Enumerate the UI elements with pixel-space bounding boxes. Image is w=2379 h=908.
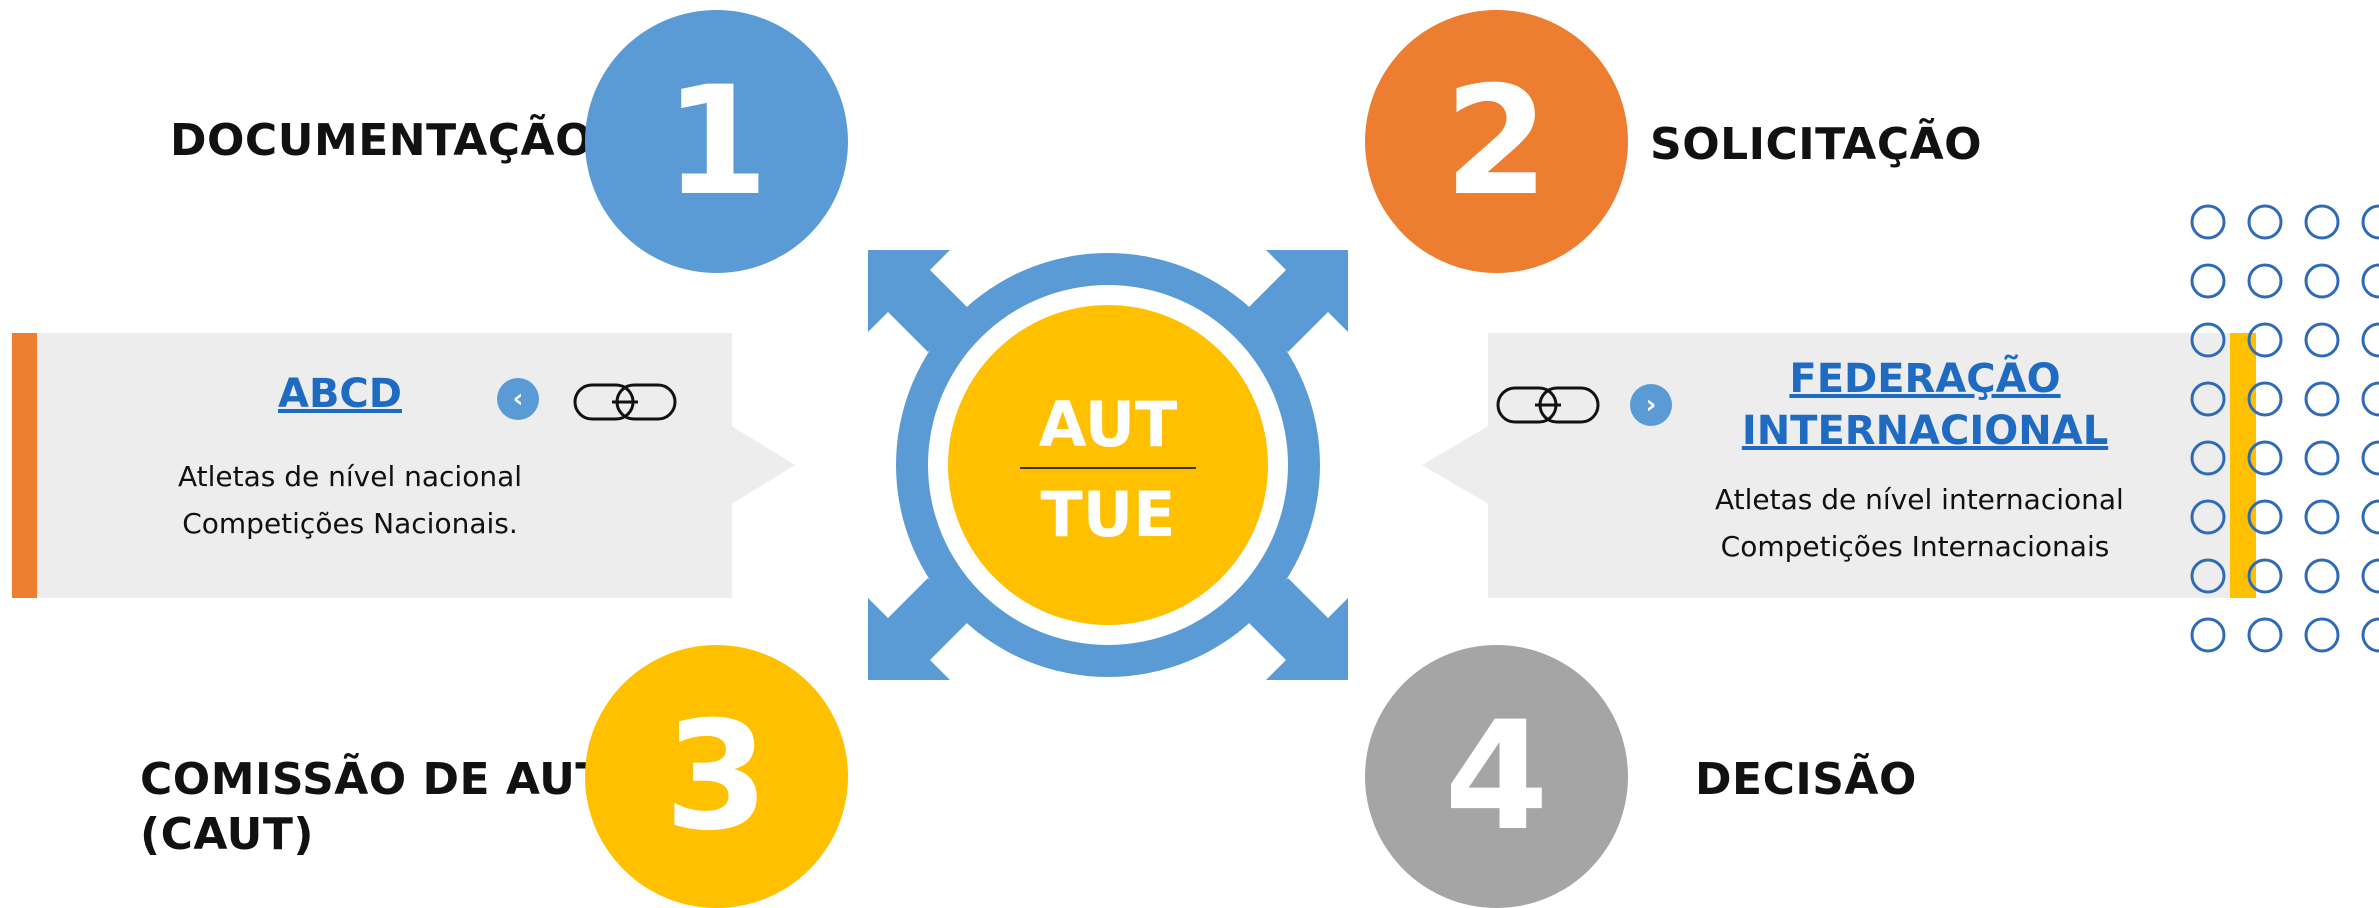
right-card-line1: Atletas de nível internacional (1715, 483, 2124, 516)
step-2-label: SOLICITAÇÃO (1650, 119, 1983, 170)
left-card-accent (12, 333, 37, 598)
abcd-link[interactable]: ABCD (277, 371, 402, 417)
federacao-link-line1[interactable]: FEDERAÇÃO (1789, 356, 2061, 402)
right-card-pointer (1422, 425, 1490, 505)
right-link-chain-icon[interactable] (1495, 383, 1601, 427)
chevron-right-icon[interactable]: › (1630, 384, 1672, 426)
arrow-bottom-right-icon (1246, 578, 1348, 680)
left-card-pointer (730, 425, 795, 505)
right-card-line2: Competições Internacionais (1720, 530, 2110, 563)
left-card (12, 333, 732, 598)
federacao-internacional-link[interactable]: FEDERAÇÃO INTERNACIONAL (1735, 353, 2115, 457)
circle-grid-pattern (2190, 204, 2379, 653)
chevron-left-icon[interactable]: ‹ (497, 378, 539, 420)
arrow-top-right-icon (1246, 250, 1348, 352)
step-3-label-line2: (CAUT) (140, 809, 314, 860)
left-card-text: Atletas de nível nacional Competições Na… (150, 453, 550, 547)
step-2-circle: 2 (1365, 10, 1628, 273)
step-3-circle: 3 (585, 645, 848, 908)
step-3-label-line1: COMISSÃO DE AUT (140, 754, 606, 805)
center-bottom-text: TUE (1040, 478, 1176, 551)
arrow-top-left-icon (868, 250, 970, 352)
right-card-text: Atletas de nível internacional Competiçõ… (1715, 476, 2124, 570)
step-1-circle: 1 (585, 10, 848, 273)
left-link-chain-icon[interactable] (572, 380, 678, 424)
decorative-circle-grid (2190, 204, 2379, 653)
arrow-bottom-left-icon (868, 578, 970, 680)
step-1-label: DOCUMENTAÇÃO (170, 115, 594, 166)
right-card (1488, 333, 2256, 598)
center-hub-graphic (868, 250, 1348, 680)
left-card-line2: Competições Nacionais. (182, 507, 518, 540)
step-3-label: COMISSÃO DE AUT (CAUT) (140, 752, 606, 862)
step-4-label: DECISÃO (1695, 754, 1917, 805)
federacao-link-line2[interactable]: INTERNACIONAL (1741, 408, 2109, 454)
step-4-circle: 4 (1365, 645, 1628, 908)
center-top-text: AUT (1038, 388, 1178, 461)
left-card-line1: Atletas de nível nacional (177, 460, 523, 493)
